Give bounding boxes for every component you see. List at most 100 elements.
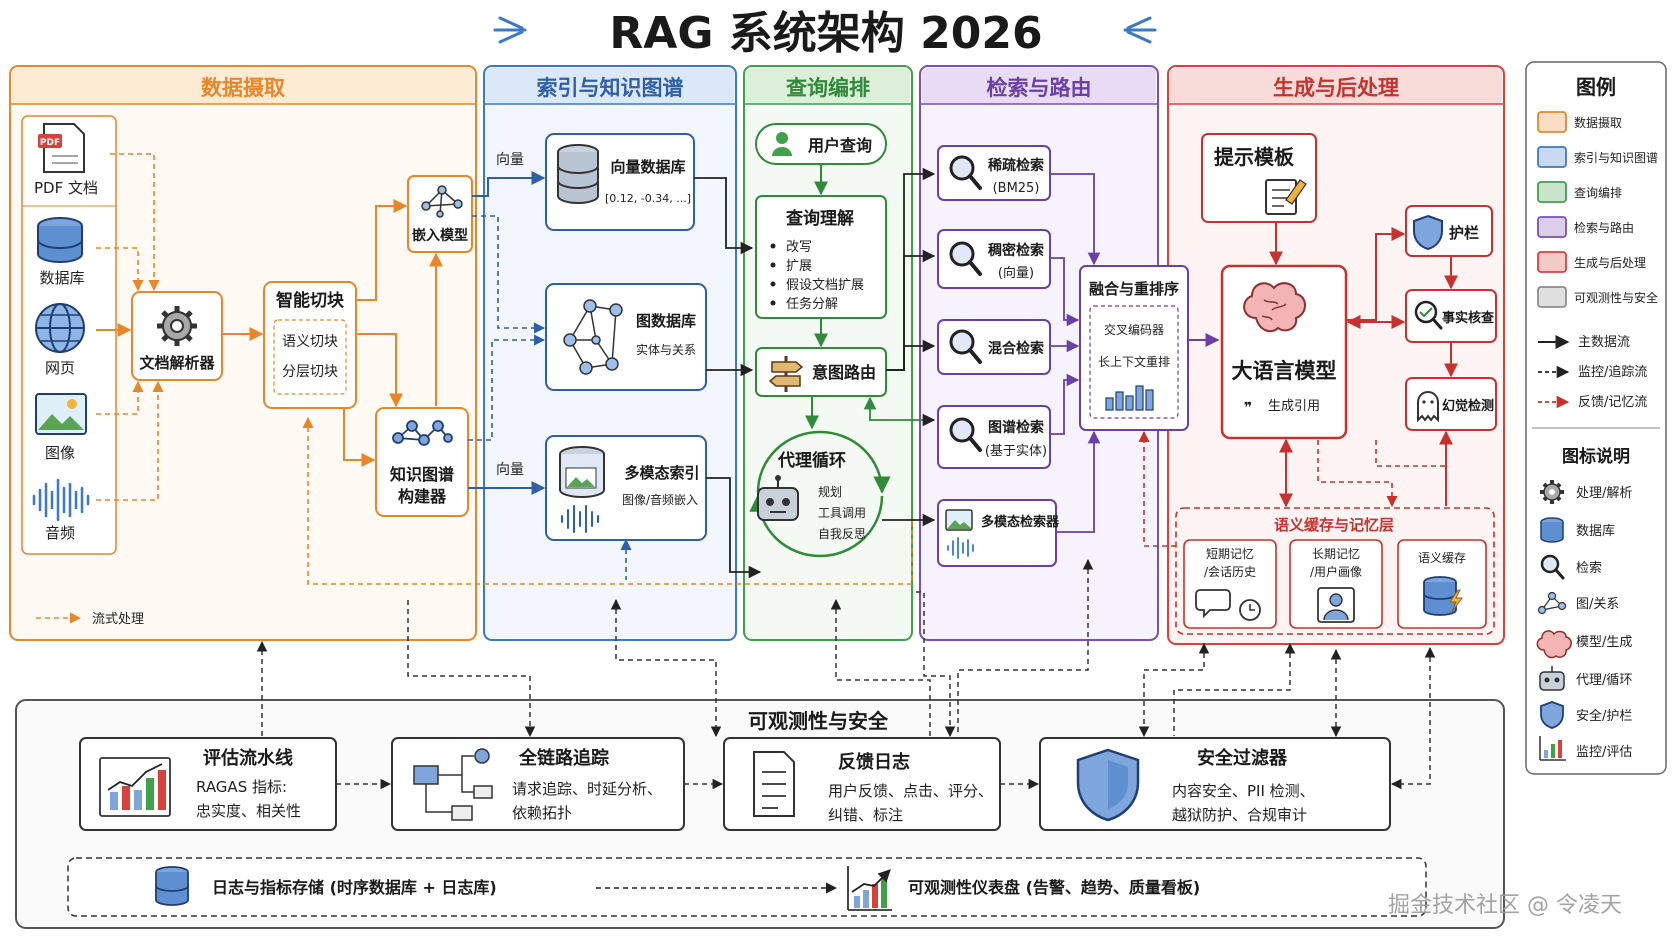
observability-arrows bbox=[256, 558, 1436, 790]
log-storage-row: 日志与指标存储 (时序数据库 + 日志库) 可观测性仪表盘 (告警、趋势、质量看… bbox=[67, 857, 1427, 917]
svg-text:PDF: PDF bbox=[40, 138, 60, 148]
database-icon bbox=[557, 144, 599, 204]
shield-icon bbox=[1076, 748, 1140, 822]
stm-label-1: 短期记忆 bbox=[1206, 547, 1254, 561]
brain-icon bbox=[1243, 282, 1306, 333]
smart-chunking-node: 智能切块 语义切块 分层切块 bbox=[263, 281, 357, 409]
memory-layer-title: 语义缓存与记忆层 bbox=[1274, 516, 1394, 534]
stm-label-2: /会话历史 bbox=[1204, 565, 1256, 579]
source-label-image: 图像 bbox=[45, 444, 75, 462]
flow-trace-icon bbox=[413, 748, 493, 821]
generation-arrows bbox=[1138, 222, 1458, 547]
page-title: RAG 系统架构 2026 bbox=[609, 8, 1042, 59]
graph-retrieval-node: 图谱检索 (基于实体) bbox=[937, 405, 1051, 469]
watermark: 掘金技术社区 @ 令凌天 bbox=[1388, 893, 1622, 918]
legend-icon-label-2: 检索 bbox=[1576, 561, 1602, 576]
shield-icon bbox=[1413, 214, 1443, 251]
agent-loop-title: 代理循环 bbox=[777, 450, 846, 471]
full-trace-node: 全链路追踪 请求追踪、时延分析、 依赖拓扑 bbox=[391, 737, 685, 831]
title-block: RAG 系统架构 2026 bbox=[493, 8, 1157, 59]
section-title-retrieval: 检索与路由 bbox=[987, 76, 1092, 100]
source-label-pdf: PDF 文档 bbox=[34, 179, 98, 197]
sources-panel: PDF PDF 文档 数据库 网页 图像 bbox=[21, 115, 117, 555]
ltm-label-2: /用户画像 bbox=[1310, 564, 1362, 579]
legend-swatch-0 bbox=[1537, 111, 1567, 133]
search-icon bbox=[949, 329, 982, 364]
retrieval-arrows bbox=[1050, 173, 1220, 533]
image-icon bbox=[35, 393, 87, 435]
search-icon bbox=[1540, 554, 1565, 580]
fact-check-node: 事实核查 bbox=[1405, 289, 1497, 343]
fusion-item-long-context: 长上下文重排 bbox=[1098, 354, 1170, 369]
agent-item-reflect: 自我反思 bbox=[818, 527, 866, 541]
section-title-index: 索引与知识图谱 bbox=[537, 76, 684, 100]
stream-processing-note: 流式处理 bbox=[92, 612, 144, 627]
understanding-item-decompose: 任务分解 bbox=[786, 296, 838, 312]
dense-retrieval-node: 稠密检索 (向量) bbox=[937, 229, 1051, 289]
feedback-line-2: 纠错、标注 bbox=[828, 806, 903, 824]
user-query-label: 用户查询 bbox=[808, 136, 872, 155]
safety-filter-node: 安全过滤器 内容安全、PII 检测、 越狱防护、合规审计 bbox=[1039, 737, 1391, 831]
fusion-rerank-node: 融合与重排序 交叉编码器 长上下文重排 bbox=[1079, 265, 1189, 431]
audio-wave-icon bbox=[561, 505, 599, 533]
legend-line-feedback: 反馈/记忆流 bbox=[1578, 394, 1647, 410]
kg-builder-node: 知识图谱 构建器 bbox=[375, 407, 469, 517]
database-icon bbox=[155, 866, 189, 906]
pdf-icon: PDF bbox=[38, 123, 85, 173]
legend-swatch-3 bbox=[1537, 216, 1567, 238]
chart-icon bbox=[99, 757, 171, 817]
graph-db-sub: 实体与关系 bbox=[636, 342, 696, 357]
query-understanding-node: 查询理解 改写 扩展 假设文档扩展 任务分解 bbox=[755, 195, 887, 319]
chunking-item-hierarchical: 分层切块 bbox=[282, 364, 338, 380]
database-icon bbox=[37, 217, 83, 263]
source-label-audio: 音频 bbox=[45, 524, 75, 542]
fact-check-label: 事实核查 bbox=[1442, 310, 1495, 326]
agent-item-plan: 规划 bbox=[818, 484, 842, 499]
chat-clock-icon bbox=[1195, 589, 1261, 621]
legend-swatch-label-2: 查询编排 bbox=[1574, 185, 1622, 200]
source-label-web: 网页 bbox=[45, 359, 75, 377]
vector-db-node: 向量数据库 [0.12, -0.34, ...] bbox=[545, 133, 695, 231]
short-term-memory: 短期记忆 /会话历史 bbox=[1183, 539, 1277, 629]
legend-swatch-1 bbox=[1537, 146, 1567, 168]
audio-wave-icon bbox=[947, 537, 974, 559]
index-arrows bbox=[468, 171, 762, 580]
intent-router-label: 意图路由 bbox=[812, 363, 876, 382]
legend-icon-label-6: 安全/护栏 bbox=[1576, 708, 1632, 724]
legend-icon-label-3: 图/关系 bbox=[1576, 597, 1619, 612]
image-icon bbox=[945, 509, 973, 531]
shield-icon bbox=[1540, 701, 1564, 729]
database-icon bbox=[559, 446, 605, 498]
ghost-icon bbox=[1417, 391, 1439, 423]
graph-db-title: 图数据库 bbox=[636, 312, 696, 330]
gear-icon bbox=[1540, 480, 1564, 504]
safety-line-1: 内容安全、PII 检测、 bbox=[1172, 782, 1315, 800]
document-icon bbox=[753, 751, 795, 817]
multimodal-retriever-node: 多模态检索器 bbox=[937, 499, 1060, 567]
trace-line-1: 请求追踪、时延分析、 bbox=[512, 780, 662, 798]
doc-parser-label: 文档解析器 bbox=[139, 354, 215, 372]
graph-icon bbox=[421, 185, 463, 218]
log-storage-label: 日志与指标存储 (时序数据库 + 日志库) bbox=[212, 878, 497, 897]
long-term-memory: 长期记忆 /用户画像 bbox=[1289, 539, 1383, 629]
user-query-node: 用户查询 bbox=[755, 123, 887, 165]
chart-icon bbox=[1539, 736, 1566, 761]
eval-line-2: 忠实度、相关性 bbox=[196, 802, 301, 820]
llm-node: 大语言模型 ❞ 生成引用 bbox=[1220, 264, 1348, 440]
vector-label-top: 向量 bbox=[496, 152, 524, 168]
cache-label: 语义缓存 bbox=[1418, 551, 1466, 565]
semantic-cache: 语义缓存 bbox=[1397, 539, 1487, 629]
graph-db-node: 图数据库 实体与关系 bbox=[545, 283, 707, 391]
legend-icon-label-7: 监控/评估 bbox=[1576, 745, 1632, 760]
section-title-generation: 生成与后处理 bbox=[1273, 76, 1399, 100]
graph-icon bbox=[563, 299, 623, 375]
chart-icon bbox=[847, 866, 892, 911]
user-icon bbox=[772, 132, 792, 156]
legend-swatch-label-5: 可观测性与安全 bbox=[1574, 290, 1658, 305]
hallucination-label: 幻觉检测 bbox=[1442, 398, 1494, 414]
mm-index-title: 多模态索引 bbox=[624, 464, 699, 482]
legend-icon-list: 处理/解析 数据库 检索 图/关系 模型/生成 代理/循环 安全/护栏 bbox=[1536, 480, 1632, 761]
